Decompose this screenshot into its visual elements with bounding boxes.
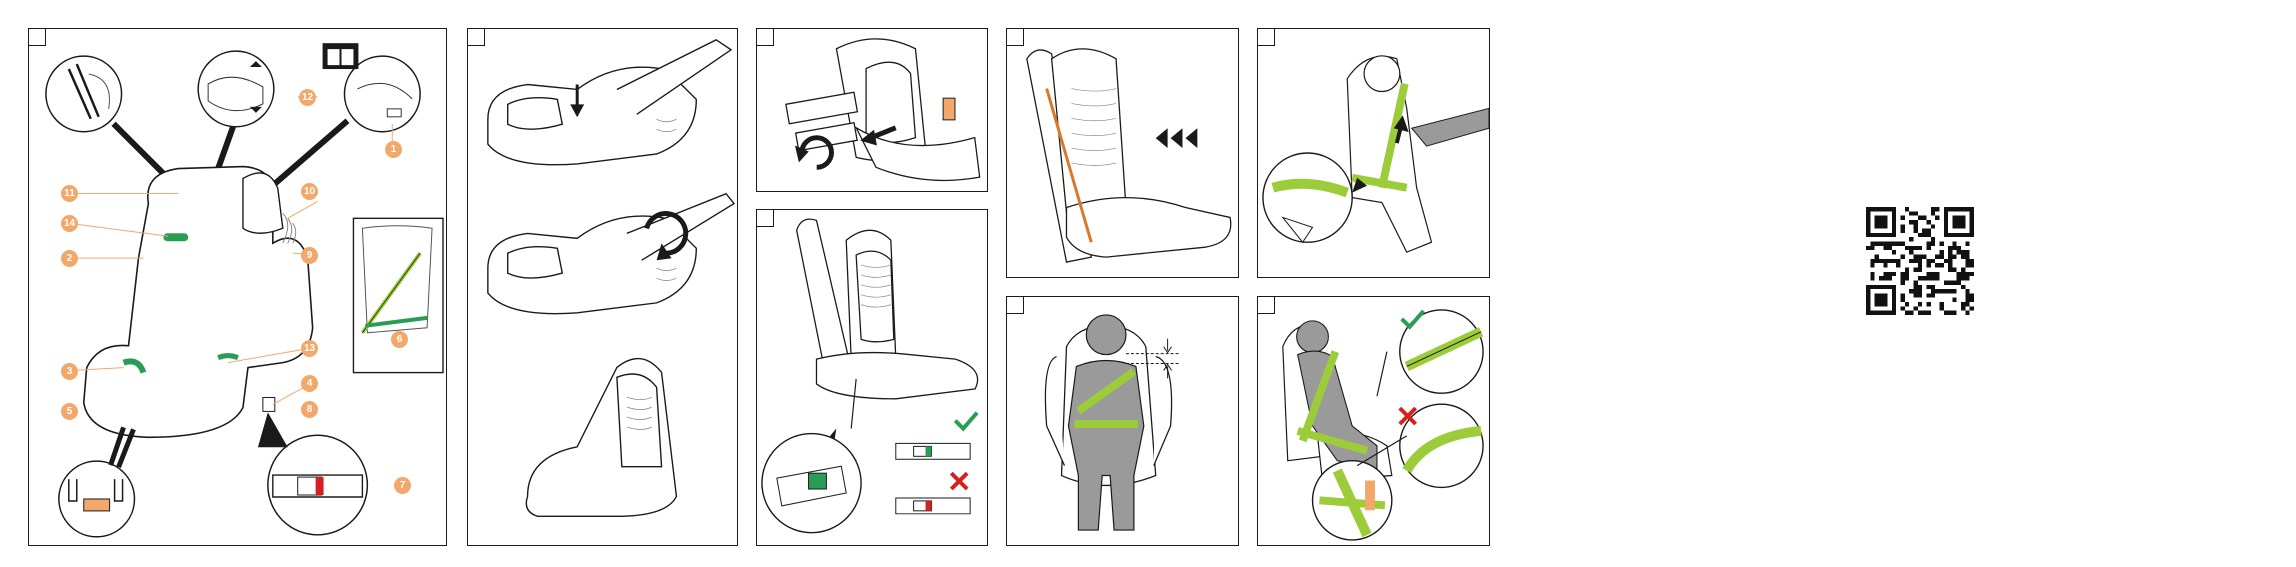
child-height-illustration [1007,297,1238,545]
cross-icon [951,473,967,489]
callout-9: 9 [301,247,318,264]
callout-8: 8 [301,401,318,418]
callout-1: 1 [385,141,402,158]
seat-indicator-illustration [757,210,987,545]
callout-10: 10 [301,183,318,200]
callout-13: 13 [301,340,318,357]
callout-7: 7 [394,477,411,494]
seat-overview-panel: 11 14 2 3 5 12 1 10 9 13 4 6 8 7 [28,28,447,546]
callout-4: 4 [301,375,318,392]
belt-check-illustration [1258,297,1489,545]
check-icon [955,413,977,429]
callout-12: 12 [299,89,316,106]
seat-indicator-panel [756,209,988,546]
callout-6: 6 [391,331,408,348]
recline-panel [1006,28,1239,278]
callout-14: 14 [61,215,78,232]
seat-overview-illustration [29,29,446,545]
headrest-adjust-panel [467,28,738,546]
callout-11: 11 [61,185,78,202]
isofix-illustration [757,29,987,191]
isofix-panel [756,28,988,192]
headrest-adjust-illustration [468,29,737,545]
belt-routing-illustration [1258,29,1489,277]
belt-routing-panel [1257,28,1490,278]
callout-2: 2 [61,250,78,267]
belt-check-panel [1257,296,1490,546]
recline-illustration [1007,29,1238,277]
callout-3: 3 [61,363,78,380]
qr-code-icon [1866,207,1974,315]
child-height-panel [1006,296,1239,546]
callout-5: 5 [61,403,78,420]
